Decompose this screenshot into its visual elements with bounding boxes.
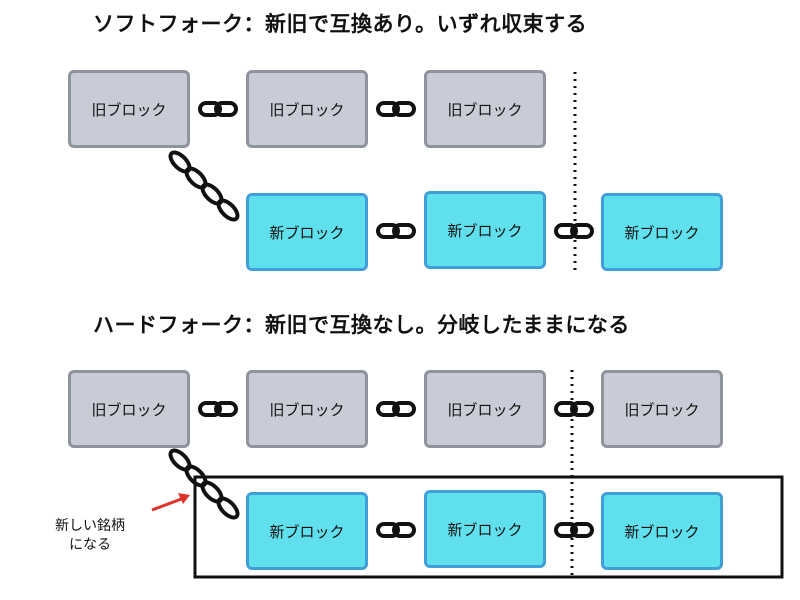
chain-link-icon — [376, 522, 416, 538]
block-label: 旧ブロック — [91, 100, 167, 119]
block-label: 新ブロック — [624, 522, 700, 541]
chain-link-icon — [376, 223, 416, 239]
chain-link-icon — [198, 101, 238, 117]
old-block: 旧ブロック — [601, 370, 723, 448]
block-label: 新ブロック — [269, 223, 345, 242]
block-label: 新ブロック — [447, 520, 523, 539]
annotation-line-2: になる — [69, 537, 111, 553]
new-block: 新ブロック — [246, 492, 368, 570]
chain-link-icon — [554, 522, 594, 538]
chain-link-icon — [554, 401, 594, 417]
block-label: 新ブロック — [624, 223, 700, 242]
hard-fork-title: ハードフォーク：新旧で互換なし。分岐したままになる — [93, 312, 630, 337]
new-block: 新ブロック — [601, 193, 723, 271]
block-label: 旧ブロック — [269, 400, 345, 419]
chain-link-icon — [198, 401, 238, 417]
block-label: 旧ブロック — [269, 100, 345, 119]
old-block: 旧ブロック — [424, 70, 546, 148]
old-block: 旧ブロック — [246, 70, 368, 148]
block-label: 旧ブロック — [447, 100, 523, 119]
block-label: 新ブロック — [447, 221, 523, 240]
old-block: 旧ブロック — [68, 370, 190, 448]
annotation-line-1: 新しい銘柄 — [55, 518, 125, 534]
chain-link-icon — [376, 101, 416, 117]
block-label: 旧ブロック — [447, 400, 523, 419]
block-label: 旧ブロック — [91, 400, 167, 419]
soft-fork-diagonal-chain-icon — [167, 149, 240, 222]
chain-link-icon — [376, 401, 416, 417]
new-coin-annotation: 新しい銘柄 になる — [40, 517, 140, 555]
old-block: 旧ブロック — [68, 70, 190, 148]
new-block: 新ブロック — [424, 191, 546, 269]
old-block: 旧ブロック — [424, 370, 546, 448]
block-label: 新ブロック — [269, 522, 345, 541]
chain-link-icon — [554, 223, 594, 239]
red-arrow-icon — [151, 493, 190, 512]
hard-fork-diagonal-chain-icon — [167, 447, 240, 520]
new-coin-frame — [193, 475, 784, 579]
old-block: 旧ブロック — [246, 370, 368, 448]
new-block: 新ブロック — [424, 490, 546, 568]
new-block: 新ブロック — [601, 492, 723, 570]
block-label: 旧ブロック — [624, 400, 700, 419]
soft-fork-title: ソフトフォーク：新旧で互換あり。いずれ収束する — [93, 11, 588, 36]
new-block: 新ブロック — [246, 193, 368, 271]
